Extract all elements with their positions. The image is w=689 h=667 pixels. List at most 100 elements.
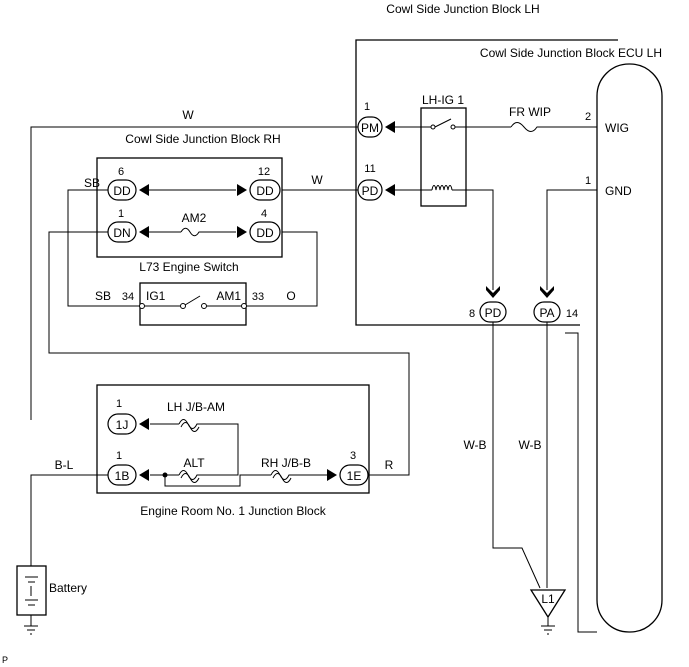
connector-pm-pin: 1 xyxy=(364,101,370,113)
connector-dn1-pin: 1 xyxy=(118,208,124,220)
connector-dn1 xyxy=(107,221,137,243)
wire-r xyxy=(48,231,410,476)
arrow-pm-icon xyxy=(385,121,395,133)
connector-dn1-code: DN xyxy=(113,226,130,240)
connector-dd6 xyxy=(107,179,137,201)
switch-am1-label: AM1 xyxy=(216,289,241,303)
arrow-1j-icon xyxy=(139,418,149,430)
connector-pm-code: PM xyxy=(361,121,379,135)
fuse-fr-wip-icon xyxy=(510,122,549,132)
switch-am1-pin: 33 xyxy=(252,291,264,303)
connector-dd6-code: DD xyxy=(113,184,131,198)
wire-coil-pd8 xyxy=(466,189,494,290)
wire-label-sb-bottom: SB xyxy=(95,289,111,303)
ecu-wig-pin: 2 xyxy=(585,111,591,123)
battery-label: Battery xyxy=(49,581,87,595)
connector-pd-out-code: PD xyxy=(485,306,502,320)
connector-dd4-code: DD xyxy=(256,226,274,240)
connector-1j-pin: 1 xyxy=(116,398,122,410)
wire-junction-rh xyxy=(164,474,271,487)
connector-1e xyxy=(339,464,369,486)
arrow-pa-icon xyxy=(540,286,554,298)
ecu-capsule xyxy=(596,63,663,633)
ground-l1-triangle xyxy=(529,589,567,619)
connector-1j-code: 1J xyxy=(116,418,129,432)
switch-ig1-pin: 34 xyxy=(122,291,134,303)
connector-pm xyxy=(357,116,383,138)
fuse-alt-icon xyxy=(178,470,207,483)
engine-switch-label: L73 Engine Switch xyxy=(139,260,238,274)
arrow-dd12-icon xyxy=(237,184,247,196)
connector-1b-code: 1B xyxy=(115,469,130,483)
ecu-wig-label: WIG xyxy=(605,121,629,135)
junction-dot xyxy=(162,472,168,478)
connector-pd-out xyxy=(479,301,507,323)
engine-room-block xyxy=(96,384,370,494)
connector-pd-in xyxy=(357,179,383,201)
wire-jb-am-right xyxy=(207,423,239,476)
connector-pa xyxy=(533,301,561,323)
footer-code: P xyxy=(2,655,8,665)
wire-label-sb-top: SB xyxy=(84,176,100,190)
ground-battery-icon xyxy=(24,625,38,635)
fuse-rh-jb-b-label: RH J/B-B xyxy=(261,456,311,470)
fuse-fr-wip-label: FR WIP xyxy=(509,105,551,119)
relay-label: LH-IG 1 xyxy=(422,93,464,107)
connector-pd-in-pin: 11 xyxy=(364,163,375,175)
connector-dd4-pin: 4 xyxy=(261,208,267,220)
switch-ig1-label: IG1 xyxy=(146,289,166,303)
connector-dd4 xyxy=(249,221,281,243)
fuse-am2-icon xyxy=(180,227,207,237)
cowl-lh-ecu-label: Cowl Side Junction Block ECU LH xyxy=(480,46,662,60)
arrow-dd6-icon xyxy=(139,184,149,196)
arrow-1b-icon xyxy=(139,469,149,481)
cowl-rh-label: Cowl Side Junction Block RH xyxy=(125,132,280,146)
connector-dd12-pin: 12 xyxy=(258,166,270,178)
fuse-lh-jb-am-icon xyxy=(178,419,207,432)
wire-label-bl: B-L xyxy=(55,458,74,472)
connector-1e-code: 1E xyxy=(347,469,362,483)
arrow-dd4-icon xyxy=(237,226,247,238)
battery-box xyxy=(16,565,47,616)
wire-sb xyxy=(67,189,140,307)
connector-pd-out-pin: 8 xyxy=(469,308,475,320)
relay-coil-icon xyxy=(421,185,466,191)
wire-label-r: R xyxy=(385,458,394,472)
fuse-alt-label: ALT xyxy=(183,456,205,470)
ecu-gnd-pin: 1 xyxy=(585,175,591,187)
fuse-lh-jb-am-label: LH J/B-AM xyxy=(167,400,225,414)
connector-1e-pin: 3 xyxy=(350,450,356,462)
ecu-gnd-label: GND xyxy=(605,184,632,198)
connector-1b xyxy=(107,464,137,486)
wire-wb-1 xyxy=(492,322,541,589)
ground-l1-icon xyxy=(541,617,555,635)
wire-label-o: O xyxy=(286,289,295,303)
arrow-pd-out-icon xyxy=(486,286,500,298)
wire-pa-ecu xyxy=(565,332,597,633)
ground-l1-label: L1 xyxy=(541,592,555,606)
connector-dd6-pin: 6 xyxy=(118,166,124,178)
cowl-lh-title: Cowl Side Junction Block LH xyxy=(386,2,539,16)
connector-dd12-code: DD xyxy=(256,184,274,198)
fuse-rh-jb-b-icon xyxy=(270,470,298,483)
wire-label-w-mid: W xyxy=(311,173,323,187)
relay-box xyxy=(420,107,467,207)
wire-w-top xyxy=(30,126,358,420)
cowl-lh-block-outline xyxy=(355,39,618,326)
connector-1j xyxy=(107,413,137,435)
engine-room-label: Engine Room No. 1 Junction Block xyxy=(140,504,326,518)
connector-dd12 xyxy=(249,179,281,201)
arrow-dn1-icon xyxy=(139,226,149,238)
wire-o xyxy=(246,231,318,307)
arrow-pd-in-icon xyxy=(385,184,395,196)
connector-pd-in-code: PD xyxy=(362,184,379,198)
battery-icon xyxy=(25,576,38,606)
arrow-1e-icon xyxy=(327,469,337,481)
connector-pa-code: PA xyxy=(539,306,554,320)
fuse-am2-label: AM2 xyxy=(182,211,207,225)
wire-bl xyxy=(30,474,108,566)
switch-contact-icon xyxy=(139,295,247,309)
connector-pa-pin: 14 xyxy=(566,308,578,320)
wire-gnd-pa xyxy=(546,189,597,290)
